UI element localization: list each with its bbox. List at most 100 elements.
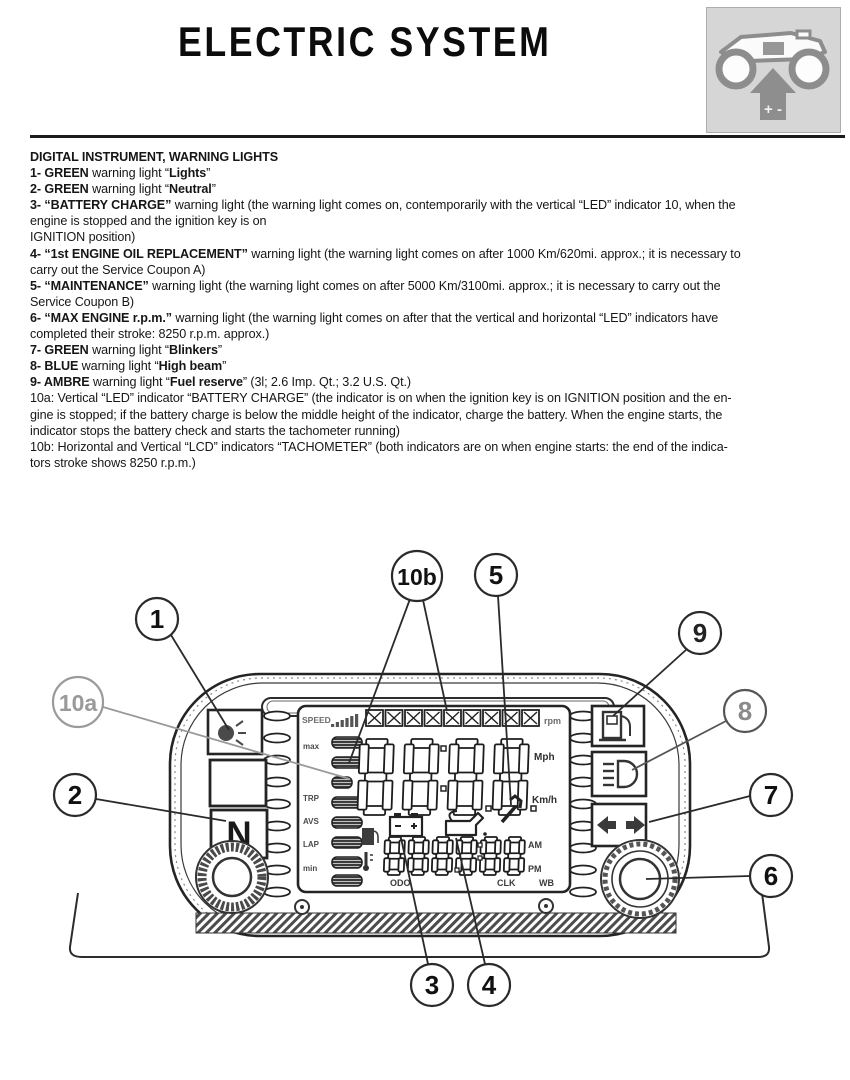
left-led-oval	[263, 798, 291, 810]
left-led-oval	[263, 886, 291, 898]
speed-bargraph-bar	[345, 718, 349, 727]
bottom-hatch-strip	[195, 912, 677, 934]
header-rule	[30, 135, 845, 138]
callout-line	[95, 798, 227, 822]
description-line: 6- “MAX ENGINE r.p.m.” warning light (th…	[30, 310, 719, 325]
tach-segment	[501, 709, 521, 727]
description-line: 3- “BATTERY CHARGE” warning light (the w…	[30, 198, 736, 213]
lights-icon	[218, 720, 246, 746]
speed-bargraph-bar	[340, 720, 344, 727]
tach-segment	[443, 709, 462, 727]
temperature-small-icon	[363, 852, 373, 871]
description-line: 4- “1st ENGINE OIL REPLACEMENT” warning …	[30, 246, 741, 261]
description-line: IGNITION position)	[30, 230, 136, 245]
fuel-reserve-small-icon	[362, 828, 379, 845]
tach-segment	[482, 709, 501, 727]
front-wheel	[788, 48, 830, 90]
callout-label: 9	[693, 618, 707, 648]
tach-segment	[404, 709, 423, 727]
seven-segment-digit	[491, 738, 530, 816]
callout-circle	[409, 962, 455, 1008]
battery-charge-icon	[388, 813, 424, 838]
pm-label: PM	[528, 864, 542, 874]
description-lines: 1- GREEN warning light “Lights”2- GREEN …	[30, 165, 741, 471]
speed-bargraph-bar	[335, 722, 339, 727]
battery-arrow-icon: + -	[750, 68, 796, 120]
left-knob[interactable]	[195, 840, 269, 914]
callout-6: 6	[645, 853, 794, 899]
mounting-base	[68, 892, 771, 958]
am-label: AM	[528, 840, 542, 850]
wb-label: WB	[539, 878, 554, 888]
seven-segment-digit	[430, 836, 454, 876]
chapter-icon: + -	[706, 7, 841, 133]
high-beam-icon	[603, 759, 639, 789]
callout-line	[400, 837, 429, 965]
instrument-diagram: N	[0, 540, 850, 1080]
callout-10a: 10a	[51, 675, 351, 780]
callout-line	[422, 599, 448, 712]
vertical-segment	[331, 736, 363, 749]
odo-label: ODO	[390, 878, 411, 888]
callout-label: 10b	[397, 564, 437, 590]
lcd-row-label: max	[303, 742, 320, 751]
section-heading: DIGITAL INSTRUMENT, WARNING LIGHTS	[30, 150, 279, 164]
lcd-row-label: TRP	[303, 794, 320, 803]
callout-label: 2	[68, 780, 82, 810]
speed-bargraph-bar	[350, 716, 354, 727]
description-line: 10b: Horizontal and Vertical “LCD” indic…	[30, 439, 728, 454]
callout-circle	[748, 772, 794, 818]
description-line: 8- BLUE warning light “High beam”	[30, 359, 227, 374]
callout-circle	[390, 549, 444, 603]
seven-segment-digit	[401, 738, 440, 816]
decimal-dot	[477, 855, 483, 861]
left-screw	[294, 899, 310, 915]
callout-line	[631, 720, 727, 771]
callout-circle	[52, 772, 98, 818]
lcd-row-label: min	[303, 864, 317, 873]
callout-line	[102, 706, 351, 780]
description-line: 5- “MAINTENANCE” warning light (the warn…	[30, 278, 721, 293]
vertical-segment	[331, 836, 363, 849]
tach-segment	[384, 709, 404, 727]
decimal-dot	[485, 805, 492, 812]
tach-segment	[521, 709, 540, 727]
description-line: engine is stopped and the ignition key i…	[30, 214, 267, 229]
left-led-oval	[263, 710, 291, 722]
decimal-dot	[440, 785, 447, 792]
page-title: ELECTRIC SYSTEM	[178, 18, 552, 65]
decimal-dot	[454, 867, 460, 873]
clk-label: CLK	[497, 878, 516, 888]
vertical-segment	[331, 874, 363, 887]
left-led-oval	[263, 732, 291, 744]
description-line: 2- GREEN warning light “Neutral”	[30, 182, 216, 197]
instrument-cluster: N	[51, 549, 794, 1008]
right-knob[interactable]	[600, 839, 680, 919]
seven-segment-digit	[446, 738, 485, 816]
motorcycle-battery-icon: + -	[715, 29, 830, 120]
left-led-oval	[263, 776, 291, 788]
right-led-oval	[569, 864, 597, 876]
callout-circle	[677, 610, 723, 656]
tach-segment	[462, 709, 482, 727]
maintenance-wrench-icon	[500, 794, 523, 824]
callout-label: 10a	[59, 690, 98, 716]
description-line: 10a: Vertical “LED” indicator “BATTERY C…	[30, 391, 732, 406]
speed-label: SPEED	[302, 715, 331, 725]
tank	[763, 42, 784, 55]
speed-bargraph-bar	[331, 724, 335, 727]
callout-circle	[466, 962, 512, 1008]
callout-label: 6	[764, 861, 778, 891]
right-screw	[538, 898, 554, 914]
rpm-label: rpm	[544, 716, 561, 726]
callout-line	[612, 648, 688, 717]
kmh-label: Km/h	[532, 795, 557, 806]
callout-circle	[51, 675, 105, 729]
callout-label: 3	[425, 970, 439, 1000]
callout-label: 7	[764, 780, 778, 810]
vertical-segment	[331, 756, 363, 769]
vertical-segment	[331, 856, 363, 869]
callout-5: 5	[473, 552, 519, 806]
callout-circle	[134, 596, 180, 642]
